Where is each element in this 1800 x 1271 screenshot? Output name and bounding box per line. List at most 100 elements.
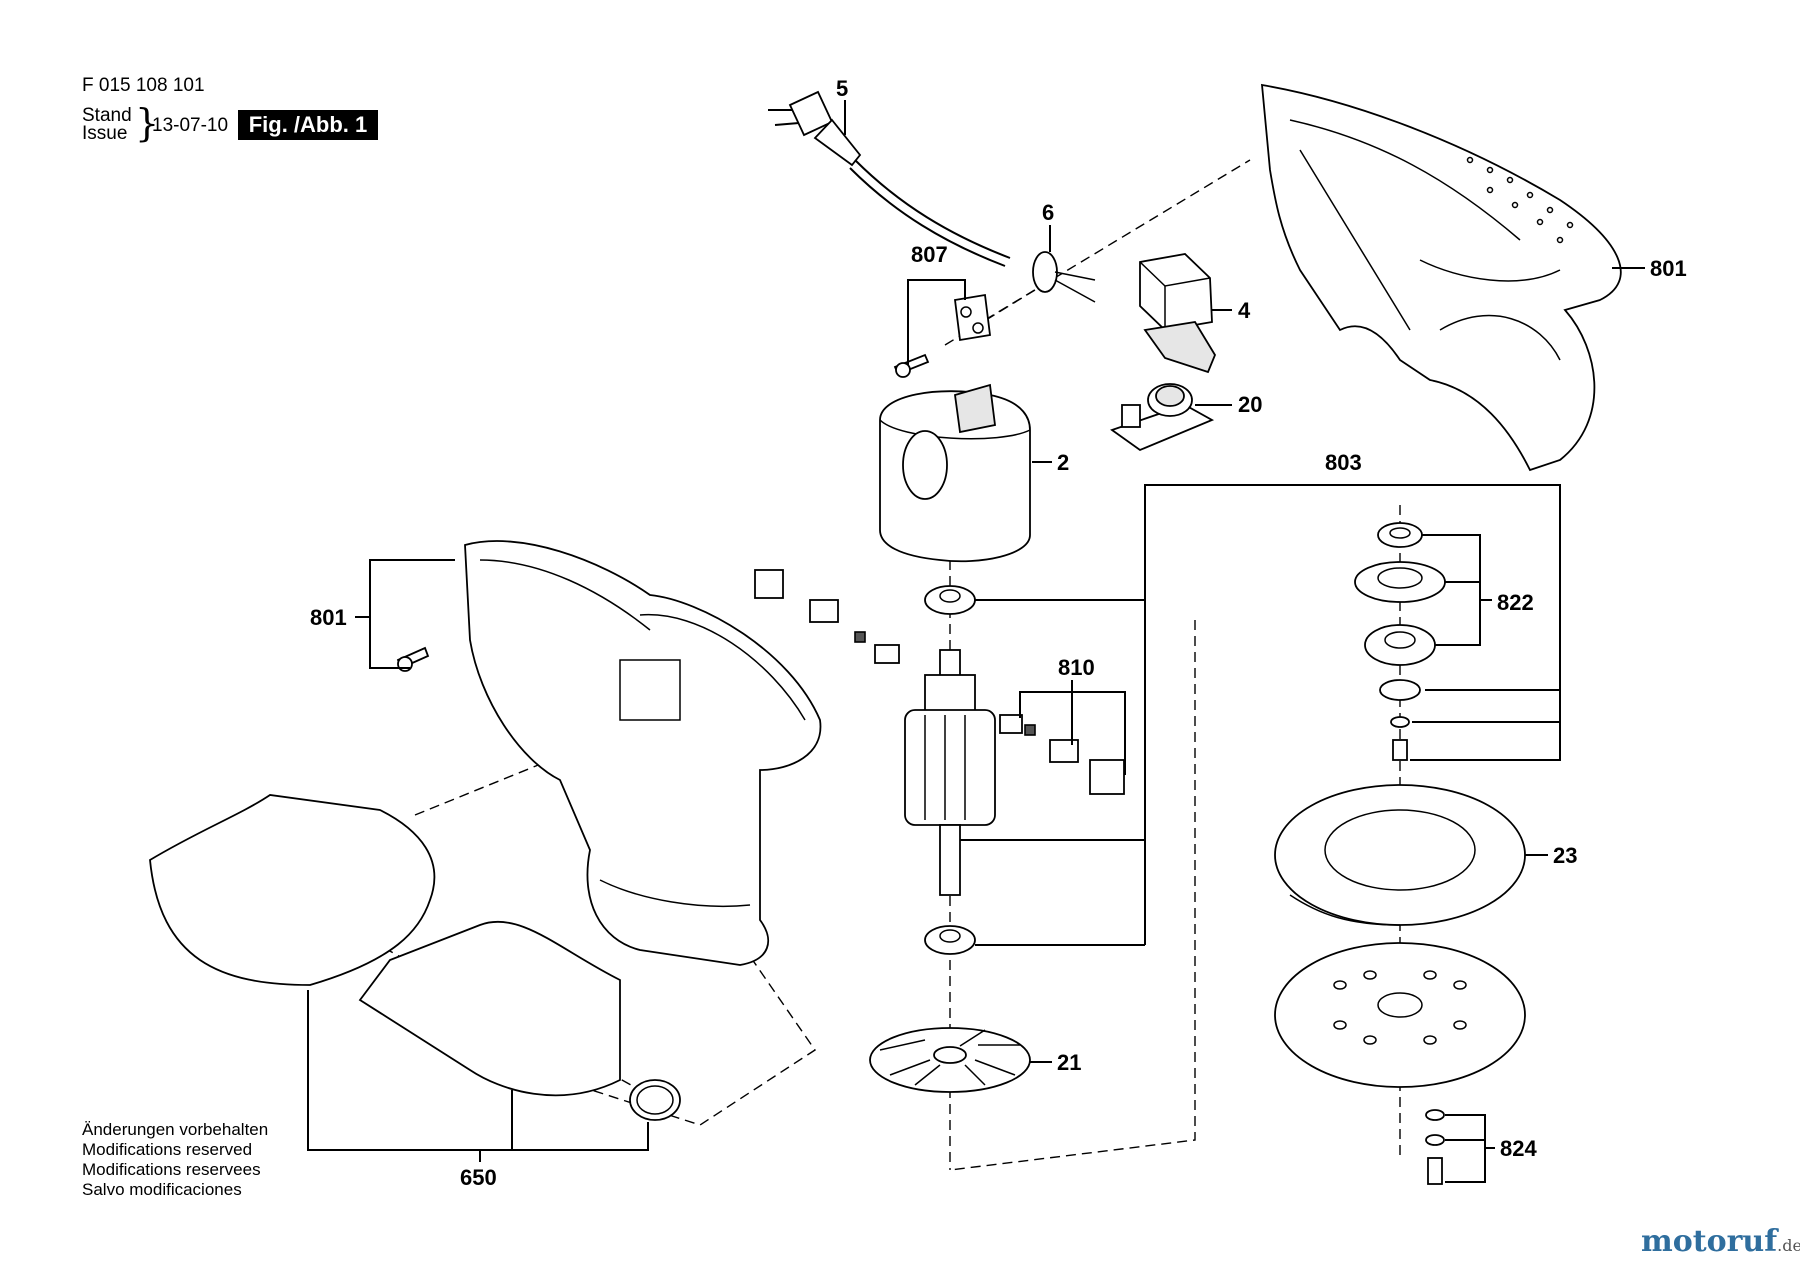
bracket-803 [1144, 484, 1561, 761]
cord-line [854, 159, 1011, 259]
housing-inner-line [1439, 314, 1561, 361]
disc-hole [1333, 980, 1347, 990]
ball-bearing [1364, 624, 1436, 666]
disclaimer-line: Salvo modificaciones [82, 1180, 242, 1199]
screw [1392, 739, 1408, 761]
grip-dot [1486, 186, 1494, 194]
grip-dot [1506, 176, 1514, 184]
clamp-screw-head [895, 362, 911, 378]
housing-edge [479, 559, 651, 631]
grip-dot [1486, 166, 1494, 174]
washer [1425, 1134, 1445, 1146]
fastener-set-824 [1425, 1109, 1445, 1185]
module-knob-top [1155, 385, 1185, 407]
bearing-stack-822 [1354, 522, 1446, 761]
callout-21: 21 [1057, 1050, 1081, 1075]
cord-wire [1054, 271, 1096, 281]
pad-inner [1324, 809, 1476, 891]
callout-803: 803 [1325, 450, 1362, 475]
washer [1377, 522, 1423, 548]
clamp-plate [953, 293, 992, 342]
disc-outer [1274, 942, 1526, 1088]
bearing-inner [939, 929, 961, 943]
figure-label: Fig. /Abb. 1 [238, 110, 378, 140]
plug-pin [774, 122, 800, 126]
grip-dots [1466, 156, 1574, 244]
bracket-650 [307, 990, 649, 1151]
cord-line [849, 167, 1006, 267]
disc-hole [1453, 1020, 1467, 1030]
callout-20: 20 [1238, 392, 1262, 417]
housing-left [396, 540, 822, 966]
grip-dot [1526, 191, 1534, 199]
callouts: 5 6 807 4 20 801 2 803 801 822 810 23 21… [310, 76, 1687, 1190]
armature-commutator [924, 674, 976, 716]
grip-dot [1566, 221, 1574, 229]
callout-5: 5 [836, 76, 848, 101]
disc-hole [1423, 970, 1437, 980]
grip-dot [1536, 218, 1544, 226]
spacer [1379, 679, 1421, 701]
carbon-brush [999, 714, 1023, 734]
fan [869, 1027, 1031, 1093]
disc-hole [1333, 1020, 1347, 1030]
pad-outer [1274, 784, 1526, 926]
logo-name: motoruf [1641, 1224, 1778, 1259]
disc-hole [1423, 1035, 1437, 1045]
callout-807: 807 [911, 242, 948, 267]
bracket-807 [907, 279, 966, 365]
electronic-module [1110, 383, 1215, 452]
alignment-line [949, 620, 1196, 1171]
issue-date: 13-07-10 [152, 115, 229, 136]
cord-wire [1054, 279, 1096, 303]
armature-core [904, 709, 996, 826]
upper-bearing [924, 585, 976, 615]
bracket-822 [1422, 534, 1481, 646]
module-component [1121, 404, 1141, 428]
power-cord [768, 90, 1096, 303]
callout-801-left: 801 [310, 605, 347, 630]
bearing-inner [939, 589, 961, 603]
dust-adapter [358, 920, 621, 1097]
brush-spring [854, 631, 866, 643]
ball-bearing-inner [1384, 631, 1416, 649]
carbon-brush [1049, 739, 1079, 763]
housing-inner-line [1419, 259, 1561, 282]
bracket-801-left [369, 559, 455, 669]
dust-box [149, 794, 681, 1121]
stator-tab [954, 383, 996, 434]
disc-hole [1453, 980, 1467, 990]
cord-clamp [893, 293, 992, 378]
grip-dot [1556, 236, 1564, 244]
callout-650: 650 [460, 1165, 497, 1190]
callout-824: 824 [1500, 1136, 1537, 1161]
switch [1139, 253, 1217, 374]
washer-hole [1389, 527, 1411, 539]
pad-rim [1289, 894, 1401, 926]
bearing-outer [924, 925, 976, 955]
fan-blades [879, 1029, 1020, 1086]
dust-bag [149, 794, 436, 986]
callout-23: 23 [1553, 843, 1577, 868]
housing-edge [599, 879, 751, 908]
brush-set-810 [999, 714, 1125, 795]
grip-dot [1546, 206, 1554, 214]
fan-hub [933, 1046, 967, 1064]
sanding-disc [1274, 942, 1526, 1088]
backing-pad [1274, 784, 1526, 926]
disclaimer-line: Modifications reserved [82, 1140, 253, 1159]
issue-label: Issue [82, 123, 128, 144]
brush-set-left [754, 569, 900, 664]
housing-half-top [1260, 83, 1622, 472]
carbon-brush [874, 644, 900, 664]
disc-hole [1363, 1035, 1377, 1045]
part-number: F 015 108 101 [82, 75, 205, 96]
disclaimer-line: Modifications reservees [82, 1160, 261, 1179]
bearing-flange-inner [1377, 567, 1423, 589]
leader-lines [307, 100, 1645, 1183]
armature-shaft-top [939, 649, 961, 679]
housing-outline [464, 540, 822, 966]
armature [904, 649, 996, 896]
screw [1427, 1157, 1443, 1185]
